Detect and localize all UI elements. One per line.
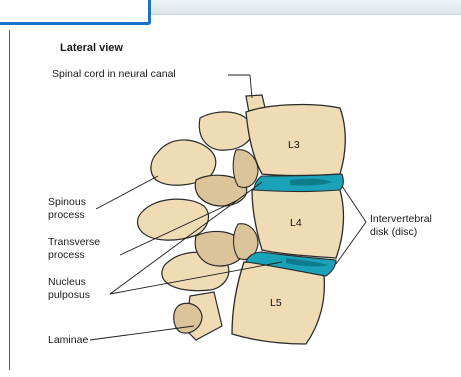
label-nucleus-pulposus-line2: pulposus xyxy=(48,289,90,301)
label-spinal-cord: Spinal cord in neural canal xyxy=(52,68,176,80)
vertebra-label-l4: L4 xyxy=(290,217,302,229)
label-spinous-process-line1: Spinous xyxy=(48,196,86,208)
label-transverse-process-line1: Transverse xyxy=(48,236,100,248)
label-transverse-process-line2: process xyxy=(48,249,85,261)
spinous-process-middle xyxy=(138,199,209,240)
label-spinous-process-line2: process xyxy=(48,209,85,221)
leader-laminae xyxy=(90,326,194,340)
label-laminae: Laminae xyxy=(48,334,88,346)
leader-spinous-process xyxy=(96,176,158,209)
label-intervertebral-disk-line1: Intervertebral xyxy=(370,213,432,225)
leader-spinal-cord-drop xyxy=(250,75,252,98)
posterior-arch-upper xyxy=(199,112,252,150)
label-nucleus-pulposus-line1: Nucleus xyxy=(48,276,86,288)
label-intervertebral-disk-line2: disk (disc) xyxy=(370,226,417,238)
figure-title: Lateral view xyxy=(60,42,123,54)
vertebra-label-l3: L3 xyxy=(288,139,300,151)
leader-disk-upper xyxy=(342,186,366,222)
vertebra-label-l5: L5 xyxy=(270,297,282,309)
